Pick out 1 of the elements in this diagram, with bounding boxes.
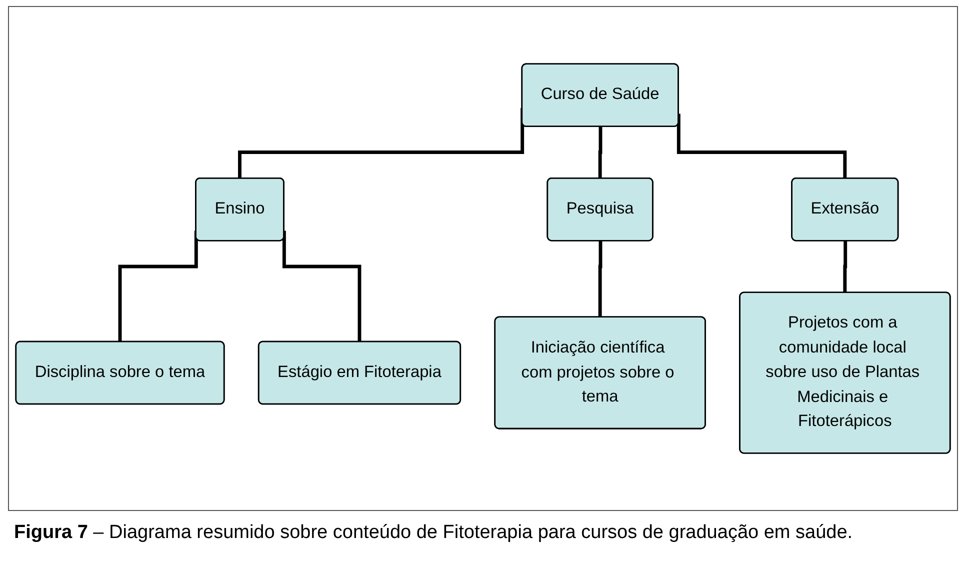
figure-caption: Figura 7 – Diagrama resumido sobre conteúdo de Fitoterapia para cursos de graduação em saúde. [14, 521, 854, 545]
